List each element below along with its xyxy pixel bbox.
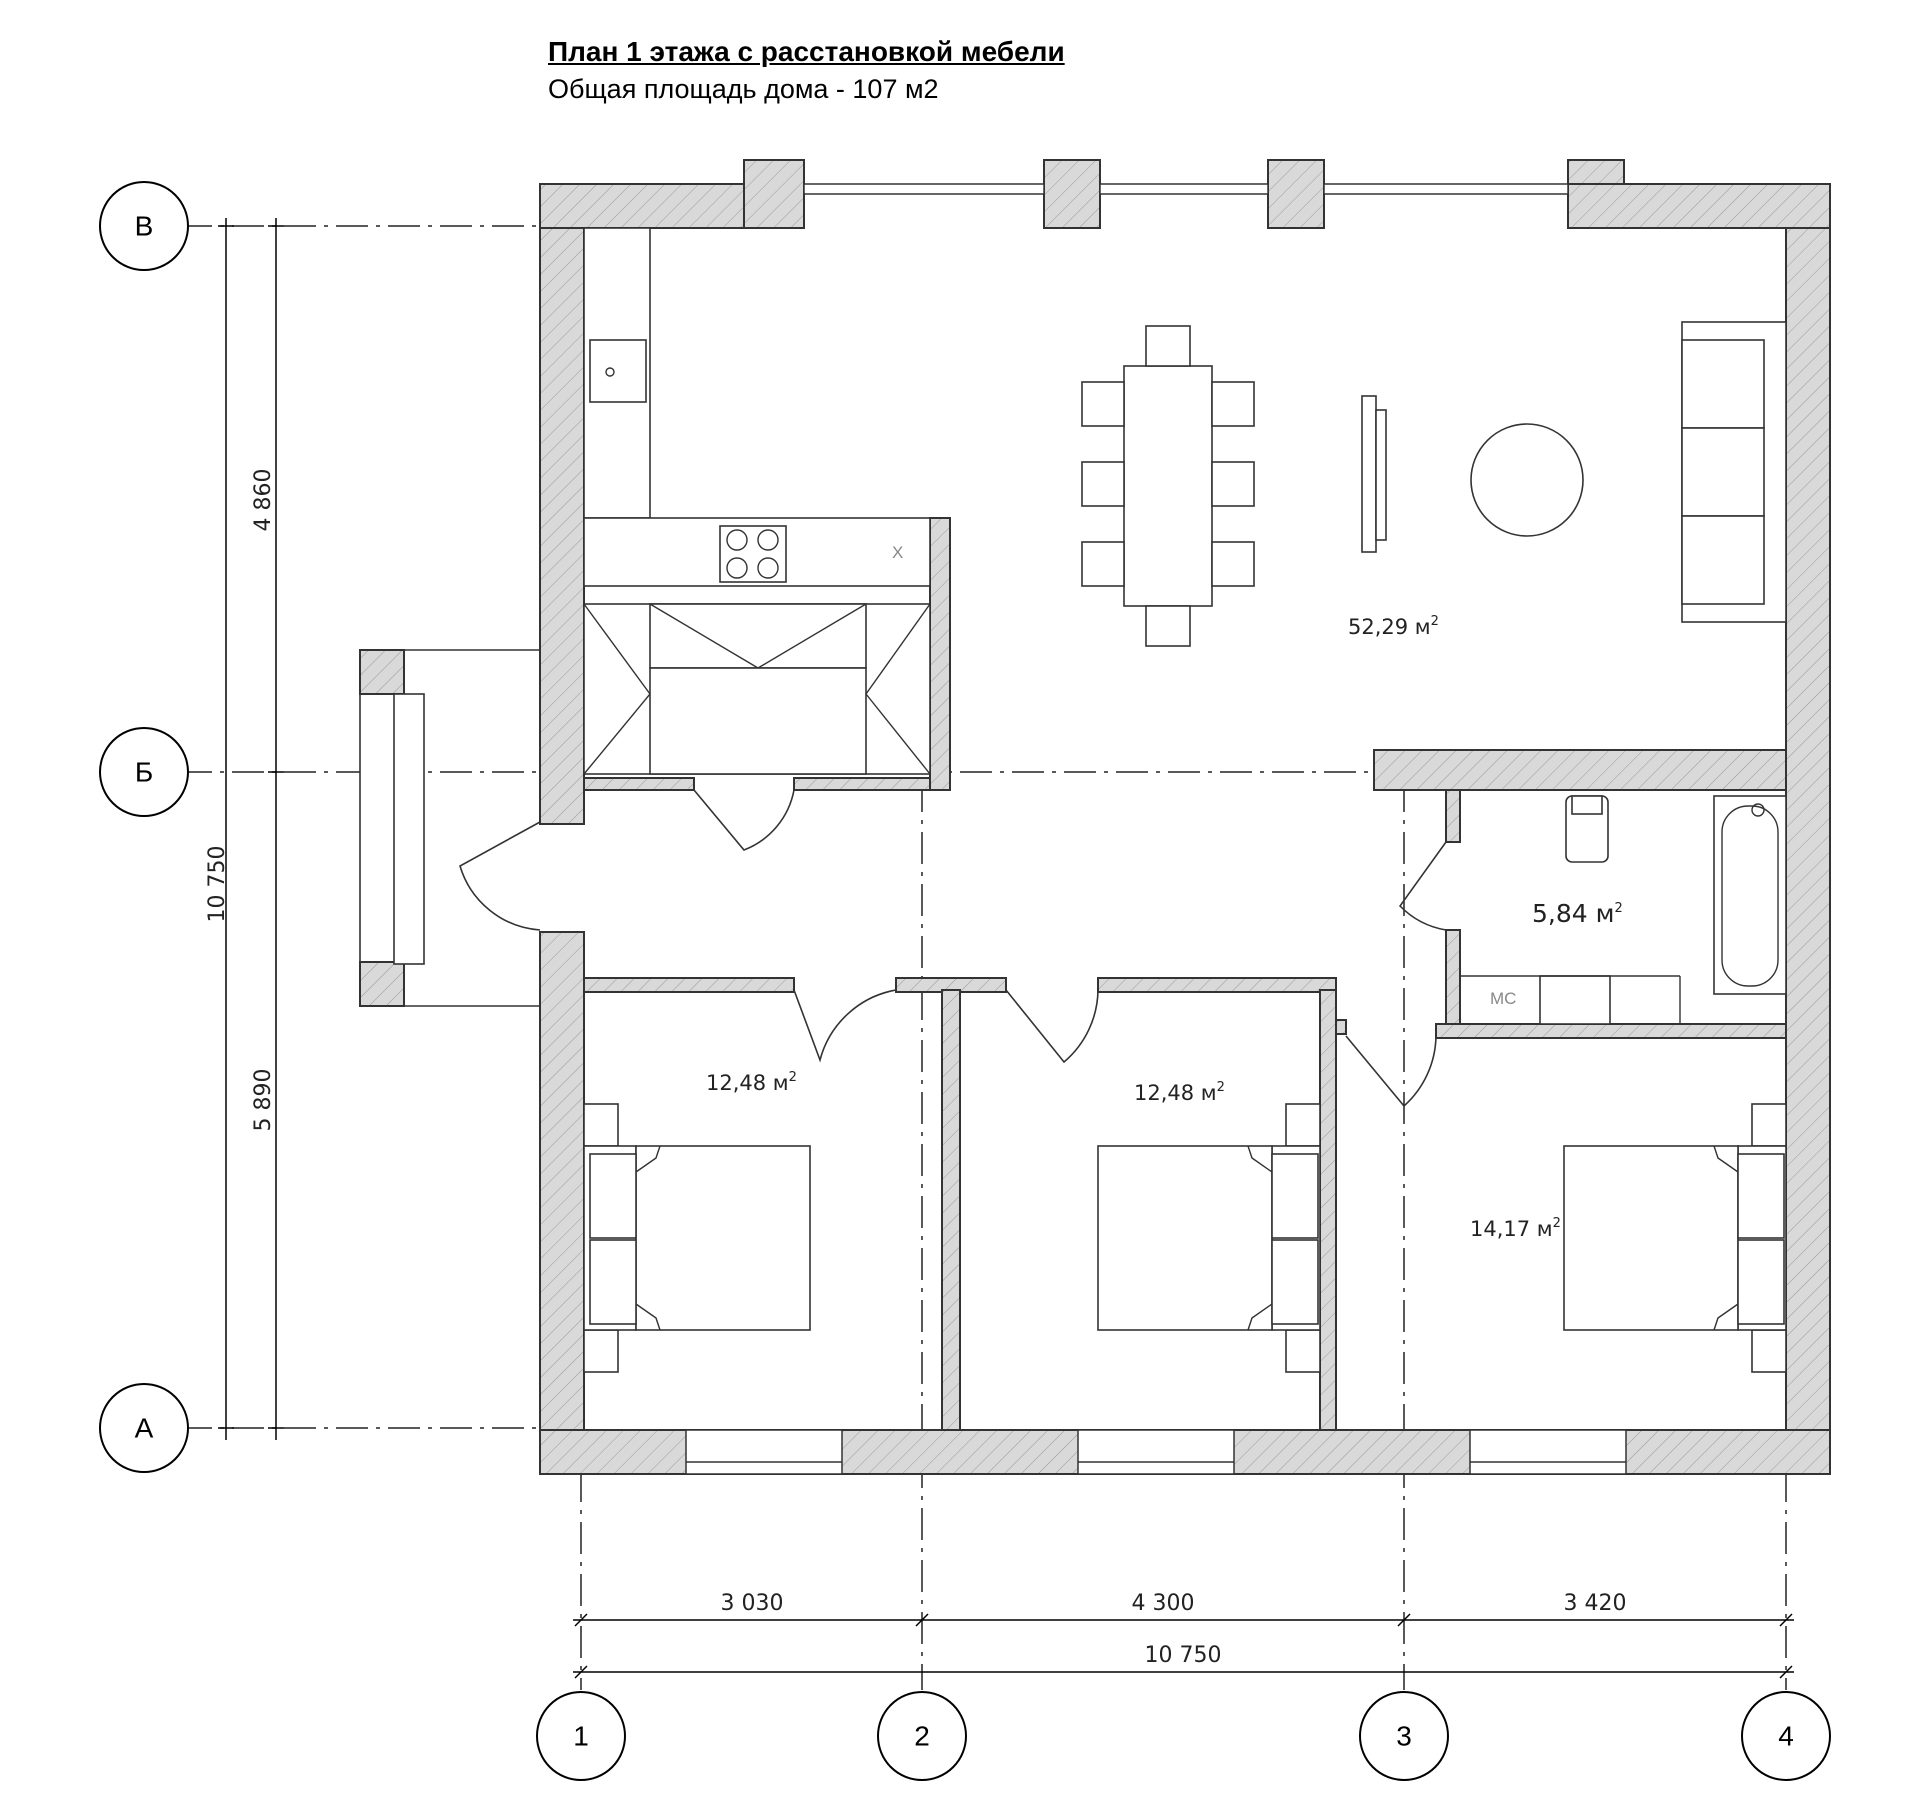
axis-label-col-3: 3 [1396, 1721, 1412, 1752]
dim-vertical-lower: 5 890 [251, 1069, 276, 1132]
bedroom-2-area: 12,48 м2 [1134, 1080, 1225, 1105]
horizontal-dimensions: 3 030 4 300 3 420 10 750 [573, 1591, 1794, 1679]
bed-1 [583, 1103, 811, 1373]
top-windows [803, 183, 1569, 195]
washbasin-icon [1539, 975, 1611, 1025]
row-axis-markers: В Б А [99, 181, 189, 1473]
plan-subtitle: Общая площадь дома - 107 м2 [548, 74, 939, 104]
vertical-dimensions: 10 750 4 860 5 890 [205, 218, 284, 1440]
dim-vertical-total: 10 750 [205, 846, 230, 923]
axis-label-row-v: В [135, 211, 154, 242]
entry-porch [359, 649, 540, 1007]
round-coffee-table [1470, 423, 1584, 537]
sink-icon [589, 339, 647, 403]
interior-doors [693, 789, 1447, 1108]
tv-stand [1361, 395, 1387, 553]
plan-title: План 1 этажа с расстановкой мебели [548, 36, 1065, 67]
axis-label-col-4: 4 [1778, 1721, 1794, 1752]
column-axis-markers: 1 2 3 4 [536, 1691, 1831, 1781]
interior-walls [583, 517, 1787, 1431]
stove-mark: Х [892, 543, 903, 562]
bathtub-icon [1713, 795, 1787, 995]
entrance-door [459, 821, 541, 931]
bed-2 [1097, 1103, 1321, 1373]
axis-label-row-a: А [135, 1413, 154, 1444]
bathroom-area: 5,84 м2 [1532, 899, 1623, 928]
axis-label-row-b: Б [135, 757, 153, 788]
dim-horizontal-2: 4 300 [1132, 1591, 1195, 1616]
dining-table [1081, 325, 1255, 647]
dim-horizontal-1: 3 030 [721, 1591, 784, 1616]
bedroom-1-area: 12,48 м2 [706, 1070, 797, 1095]
kitchen-counter: Х [583, 227, 931, 587]
bath-mark: МС [1490, 989, 1516, 1008]
bottom-windows [685, 1429, 1627, 1475]
axis-label-col-2: 2 [914, 1721, 930, 1752]
axis-label-col-1: 1 [573, 1721, 589, 1752]
bathroom-fixtures: МС [1460, 795, 1787, 1025]
dim-horizontal-total: 10 750 [1145, 1643, 1222, 1668]
living-room-area: 52,29 м2 [1348, 614, 1439, 639]
bedroom-3-area: 14,17 м2 [1470, 1216, 1561, 1241]
wardrobe [583, 603, 931, 775]
bed-3 [1563, 1103, 1787, 1373]
dim-horizontal-3: 3 420 [1564, 1591, 1627, 1616]
stove-icon [719, 525, 787, 583]
sofa [1681, 321, 1787, 623]
dim-vertical-upper: 4 860 [251, 469, 276, 532]
